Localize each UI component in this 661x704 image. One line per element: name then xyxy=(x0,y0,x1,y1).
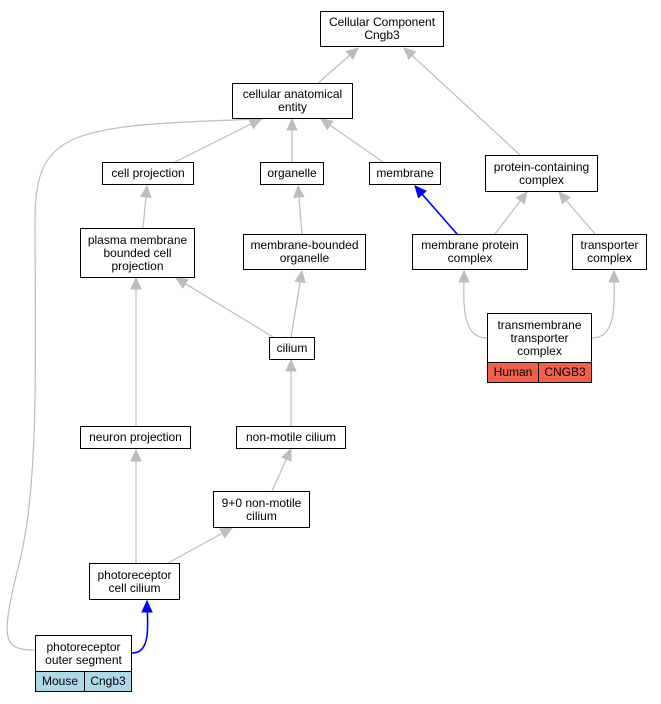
edge-arrowhead xyxy=(515,191,528,205)
edge-arrowhead xyxy=(345,47,359,60)
edge-arrowhead xyxy=(286,117,298,131)
node-transmembrane-transporter-complex[interactable]: transmembrane transporter complex xyxy=(487,313,592,363)
node-label: photoreceptor cell cilium xyxy=(97,567,172,595)
node-label: membrane xyxy=(376,166,434,180)
edge-arrowhead xyxy=(558,191,571,205)
node-photoreceptor-cell-cilium[interactable]: photoreceptor cell cilium xyxy=(89,563,180,600)
node-membrane-protein-complex[interactable]: membrane protein complex xyxy=(412,234,528,270)
edge-curve xyxy=(6,118,263,651)
node-label: Cellular Component Cngb3 xyxy=(328,15,436,42)
node-photoreceptor-outer-segment[interactable]: photoreceptor outer segment xyxy=(35,635,132,672)
edge-arrowhead xyxy=(293,184,305,198)
node-label: 9+0 non-motile cilium xyxy=(221,495,302,523)
node-protein-containing-complex[interactable]: protein-containing complex xyxy=(485,155,598,192)
node-membrane-bounded-organelle[interactable]: membrane-bounded organelle xyxy=(243,234,366,270)
edge-arrowhead xyxy=(130,276,142,290)
edge-line xyxy=(403,47,521,156)
edge-arrowhead xyxy=(403,47,417,61)
edge-arrowhead xyxy=(414,185,427,199)
node-label: cilium xyxy=(276,341,308,355)
edge-arrowhead xyxy=(280,447,292,462)
tag-human-gene: CNGB3 xyxy=(538,362,592,383)
node-label: membrane-bounded organelle xyxy=(250,238,359,265)
node-9-0-non-motile-cilium[interactable]: 9+0 non-motile cilium xyxy=(213,491,310,528)
node-label: transmembrane transporter complex xyxy=(497,317,582,358)
node-label: non-motile cilium xyxy=(245,430,337,444)
edge-arrowhead xyxy=(294,269,306,284)
edge-arrowhead xyxy=(219,527,234,539)
node-cellular-component[interactable]: Cellular Component Cngb3 xyxy=(320,11,444,47)
node-non-motile-cilium[interactable]: non-motile cilium xyxy=(236,426,346,449)
node-label: photoreceptor outer segment xyxy=(45,639,122,667)
edge-arrowhead xyxy=(320,118,334,131)
node-label: protein-containing complex xyxy=(493,159,590,187)
node-label: cellular anatomical entity xyxy=(242,87,343,114)
node-label: transporter complex xyxy=(580,238,639,265)
edge-line xyxy=(174,118,262,163)
edge-arrowhead xyxy=(141,599,153,613)
node-cellular-anatomical-entity[interactable]: cellular anatomical entity xyxy=(232,83,353,119)
edge-arrowhead xyxy=(458,269,470,283)
tag-mouse-gene: Cngb3 xyxy=(84,671,132,692)
node-cilium[interactable]: cilium xyxy=(269,337,315,360)
node-label: plasma membrane bounded cell projection xyxy=(87,232,188,273)
node-transporter-complex[interactable]: transporter complex xyxy=(572,234,647,270)
edge-arrowhead xyxy=(174,277,189,289)
edge-line xyxy=(175,277,274,338)
node-cell-projection[interactable]: cell projection xyxy=(102,162,194,185)
edge-arrowhead xyxy=(608,269,620,283)
node-organelle[interactable]: organelle xyxy=(260,162,324,185)
node-label: neuron projection xyxy=(89,430,182,444)
edge-line xyxy=(320,118,384,163)
node-label: membrane protein complex xyxy=(421,238,519,265)
edge-line xyxy=(167,527,233,564)
node-neuron-projection[interactable]: neuron projection xyxy=(80,426,191,449)
node-label: organelle xyxy=(267,166,317,180)
node-label: cell projection xyxy=(111,166,185,180)
tag-human-species: Human xyxy=(487,362,539,383)
node-plasma-membrane-bounded-cell-projection[interactable]: plasma membrane bounded cell projection xyxy=(80,228,195,278)
edge-arrowhead xyxy=(140,184,152,198)
edge-arrowhead xyxy=(285,358,297,372)
edge-arrowhead xyxy=(130,448,142,462)
node-membrane[interactable]: membrane xyxy=(369,162,441,185)
tag-mouse-species: Mouse xyxy=(35,671,85,692)
